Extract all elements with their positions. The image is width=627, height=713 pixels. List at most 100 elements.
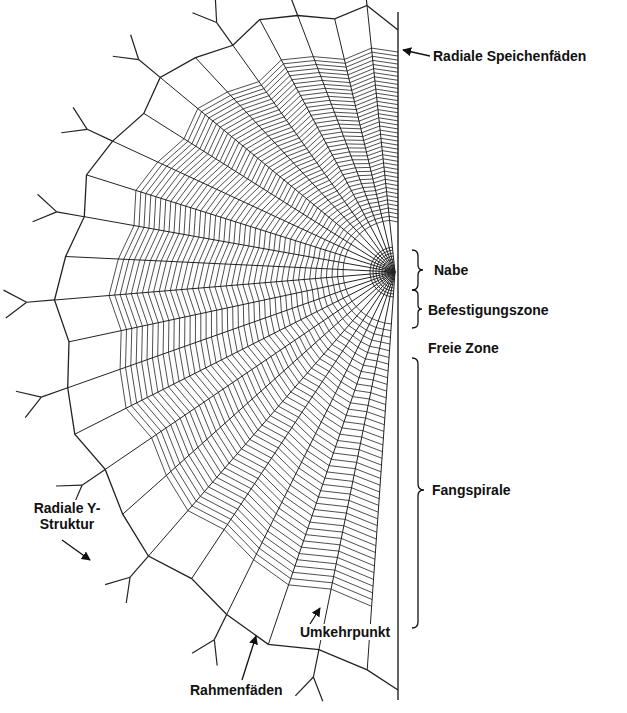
capture-spiral bbox=[170, 93, 398, 532]
anchor-thread bbox=[16, 391, 41, 397]
radial-spoke bbox=[160, 77, 395, 272]
anchor-thread bbox=[288, 0, 298, 16]
capture-spiral bbox=[315, 200, 398, 358]
radial-spoke bbox=[367, 272, 395, 670]
capture-spiral bbox=[126, 60, 398, 586]
anchor-thread bbox=[25, 397, 41, 418]
radial-spoke bbox=[148, 272, 395, 556]
capture-spiral bbox=[276, 171, 398, 405]
anchor-thread bbox=[41, 388, 67, 397]
capture-spiral bbox=[193, 110, 398, 506]
anchor-thread bbox=[33, 212, 57, 222]
bracket bbox=[412, 358, 424, 628]
anchor-thread bbox=[192, 13, 216, 23]
capture-spiral bbox=[265, 163, 398, 418]
part-label: Nabe bbox=[434, 262, 468, 278]
capture-spiral bbox=[221, 130, 399, 472]
anchor-thread bbox=[295, 677, 313, 696]
anchor-thread bbox=[214, 640, 217, 666]
capture-spiral bbox=[326, 208, 398, 344]
part-label: Radiale Y-Struktur bbox=[20, 500, 114, 532]
anchor-thread bbox=[113, 56, 139, 59]
capture-spiral bbox=[271, 167, 398, 411]
hub-thread bbox=[385, 262, 394, 282]
hub-thread bbox=[373, 250, 394, 294]
part-label: Rahmenfäden bbox=[190, 682, 283, 698]
capture-spiral bbox=[198, 114, 398, 499]
capture-spiral bbox=[209, 122, 398, 485]
capture-spiral bbox=[282, 175, 398, 398]
leader-line bbox=[62, 540, 90, 560]
anchor-thread bbox=[57, 212, 85, 217]
capture-spiral bbox=[299, 188, 398, 378]
anchor-thread bbox=[214, 615, 226, 640]
capture-spiral bbox=[115, 52, 398, 599]
leader-line bbox=[310, 608, 320, 624]
capture-spiral bbox=[187, 106, 398, 513]
anchor-thread bbox=[38, 194, 57, 212]
capture-spiral bbox=[182, 101, 399, 518]
hub-thread bbox=[379, 256, 394, 288]
capture-spiral bbox=[243, 147, 398, 445]
capture-spiral bbox=[131, 65, 398, 580]
anchor-thread bbox=[56, 485, 82, 487]
radial-spoke bbox=[66, 257, 395, 273]
capture-spiral bbox=[237, 142, 398, 451]
capture-spiral bbox=[142, 73, 398, 566]
capture-spiral bbox=[310, 196, 398, 365]
bracket bbox=[412, 250, 423, 290]
leader-line bbox=[403, 50, 430, 56]
hub-thread bbox=[388, 265, 395, 279]
anchor-thread bbox=[87, 129, 112, 141]
capture-spiral bbox=[226, 134, 398, 465]
part-label: Fangspirale bbox=[432, 482, 511, 498]
radial-spoke bbox=[335, 19, 395, 272]
anchor-thread bbox=[215, 0, 216, 23]
part-label: Befestigungszone bbox=[428, 302, 549, 318]
capture-spiral bbox=[321, 204, 398, 351]
anchor-thread bbox=[4, 290, 27, 302]
anchor-thread bbox=[105, 577, 130, 584]
capture-spiral bbox=[332, 212, 398, 337]
frame-thread bbox=[55, 6, 399, 691]
capture-spiral bbox=[260, 159, 399, 425]
capture-spiral bbox=[137, 69, 398, 573]
anchor-thread bbox=[61, 129, 87, 132]
anchor-thread bbox=[131, 35, 139, 60]
radial-spoke bbox=[55, 272, 396, 300]
part-label: Freie Zone bbox=[428, 340, 499, 356]
anchor-thread bbox=[192, 640, 214, 654]
part-label: Umkehrpunkt bbox=[298, 624, 392, 640]
anchor-thread bbox=[217, 23, 233, 46]
anchor-thread bbox=[27, 300, 55, 302]
leader-line bbox=[242, 636, 256, 680]
hub-thread bbox=[376, 253, 394, 291]
radial-spoke bbox=[260, 20, 395, 273]
part-label: Radiale Speichenfäden bbox=[433, 48, 586, 64]
capture-spiral bbox=[176, 97, 398, 525]
capture-spiral bbox=[287, 179, 398, 391]
bracket bbox=[412, 290, 422, 328]
capture-spiral bbox=[215, 126, 398, 479]
anchor-thread bbox=[130, 556, 148, 577]
hub-thread bbox=[382, 259, 394, 285]
hub-thread bbox=[370, 247, 393, 297]
capture-spiral bbox=[232, 138, 398, 458]
radial-spoke bbox=[367, 6, 395, 273]
anchor-thread bbox=[364, 0, 367, 5]
capture-spiral bbox=[165, 89, 398, 539]
capture-spiral bbox=[109, 48, 398, 606]
anchor-thread bbox=[6, 302, 27, 318]
hub-thread bbox=[391, 268, 395, 276]
capture-spiral bbox=[120, 56, 398, 593]
anchor-thread bbox=[313, 650, 319, 677]
anchor-thread bbox=[82, 469, 105, 485]
anchor-thread bbox=[126, 577, 130, 603]
edge-thread bbox=[397, 12, 398, 700]
anchor-thread bbox=[313, 677, 322, 701]
anchor-thread bbox=[139, 60, 161, 78]
anchor-thread bbox=[73, 107, 87, 129]
capture-spiral bbox=[304, 192, 398, 371]
